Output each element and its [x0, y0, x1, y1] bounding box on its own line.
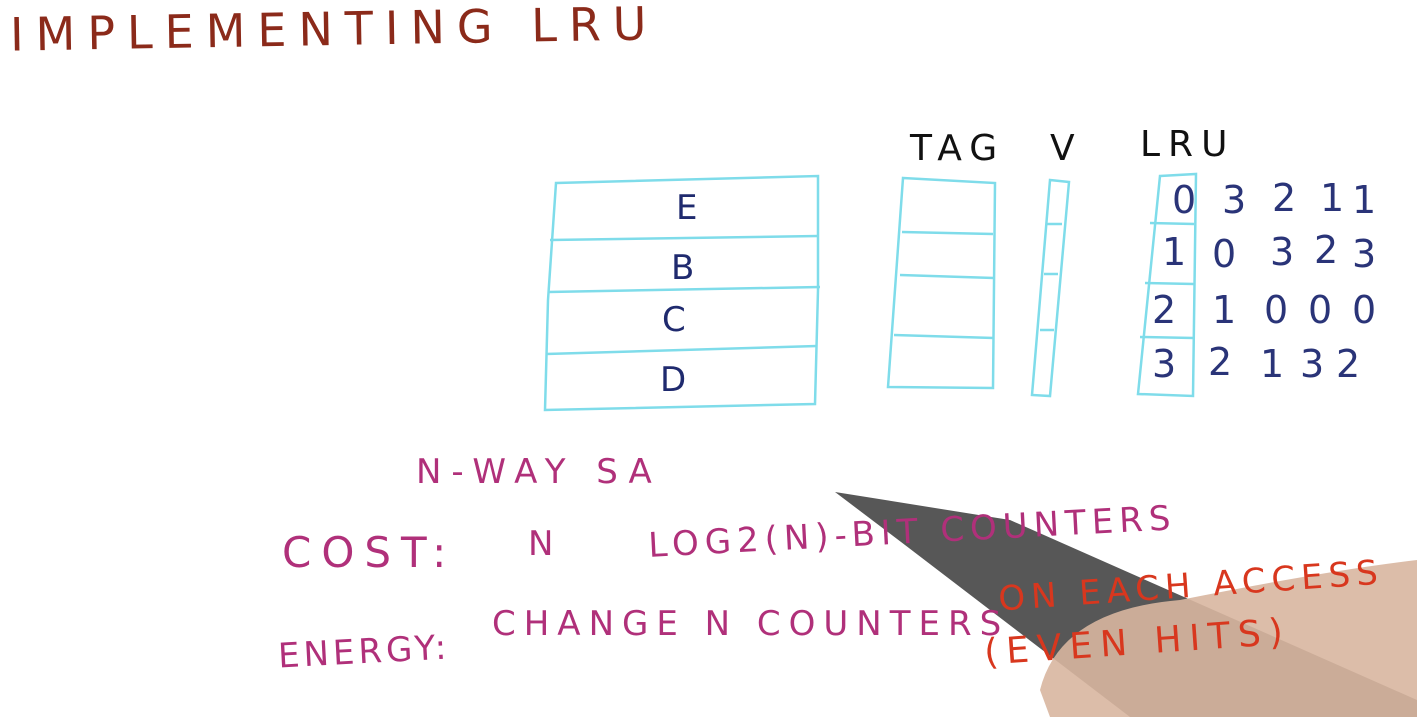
tag-column-box — [886, 176, 997, 390]
n-way-note: N-WAY SA — [416, 452, 662, 492]
lru-cell: 2 — [1314, 228, 1339, 272]
lru-cell: 3 — [1270, 230, 1295, 274]
lru-cell: 0 — [1308, 288, 1333, 332]
valid-header: V — [1050, 128, 1083, 169]
tag-header: TAG — [910, 128, 1006, 169]
lru-cell: 1 — [1320, 176, 1345, 220]
lru-header: LRU — [1140, 124, 1236, 165]
lru-cell: 1 — [1212, 288, 1237, 332]
data-array-box — [543, 174, 821, 412]
lru-cell: 1 — [1260, 342, 1285, 386]
lru-cell: 2 — [1272, 176, 1297, 220]
lru-cell: 1 — [1162, 230, 1187, 274]
block-label: D — [660, 360, 687, 400]
lru-cell: 3 — [1222, 178, 1247, 222]
lru-cell: 0 — [1172, 178, 1197, 222]
cost-n: N — [528, 524, 564, 564]
lru-cell: 0 — [1352, 288, 1377, 332]
block-label: C — [662, 300, 686, 340]
lru-cell: 0 — [1264, 288, 1289, 332]
energy-text: CHANGE N COUNTERS — [492, 604, 1010, 644]
lru-column-box — [1136, 172, 1198, 398]
lru-cell: 2 — [1152, 288, 1177, 332]
block-label: B — [671, 248, 695, 288]
valid-column-box — [1030, 178, 1071, 398]
lru-cell: 2 — [1336, 342, 1361, 386]
lru-cell: 3 — [1300, 342, 1325, 386]
stylus-pen — [835, 492, 1417, 717]
lru-cell: 3 — [1152, 342, 1177, 386]
block-label: E — [676, 188, 698, 228]
lru-cell: 2 — [1208, 340, 1233, 384]
lru-cell: 0 — [1212, 232, 1237, 276]
cost-label: COST: — [282, 528, 457, 577]
lru-cell: 3 — [1352, 232, 1377, 276]
lru-cell: 1 — [1352, 178, 1377, 222]
